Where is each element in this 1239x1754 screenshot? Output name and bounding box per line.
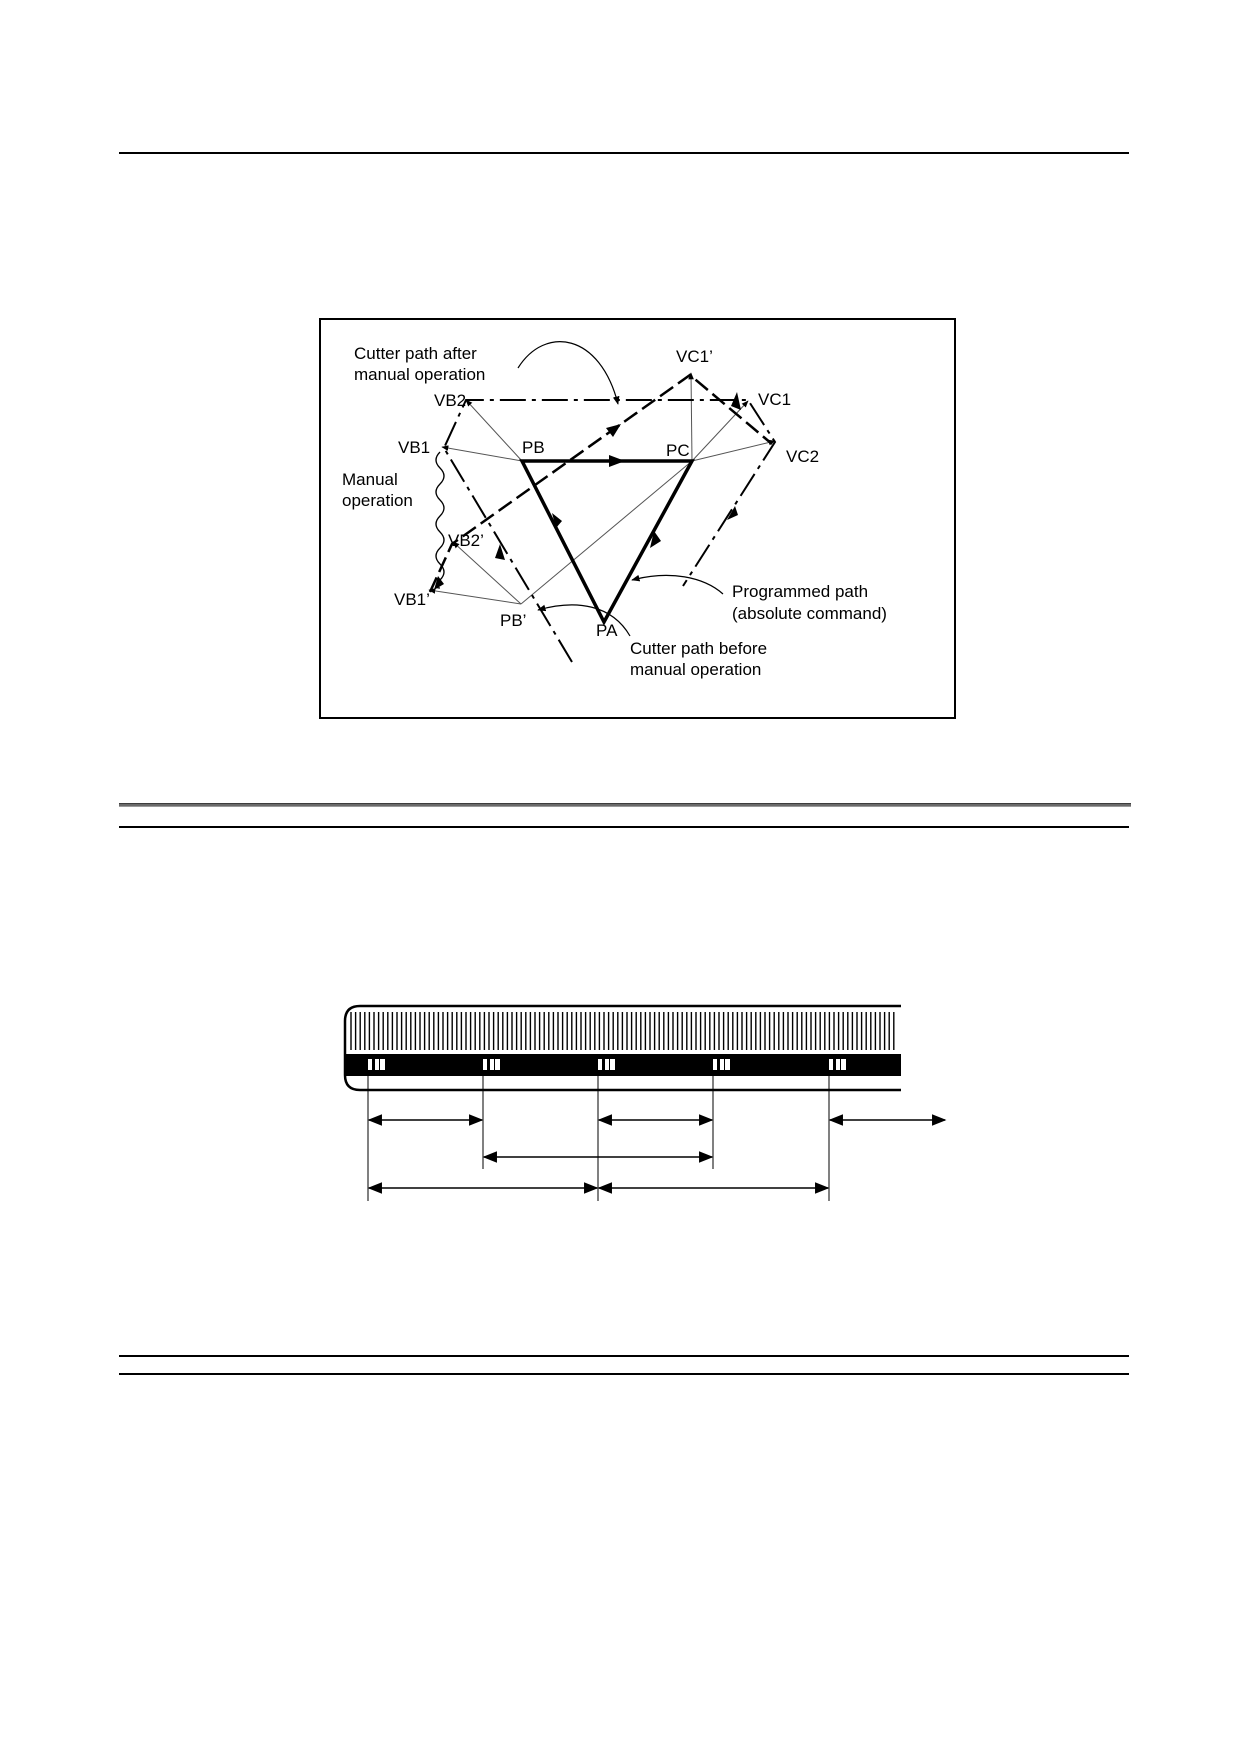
label-vb1: VB1: [398, 438, 430, 457]
section-divider-lower: [119, 1373, 1129, 1375]
tape-hole-mark: [483, 1059, 487, 1070]
label-vb1-prime: VB1’: [394, 590, 430, 609]
caption-before-2: manual operation: [630, 660, 761, 679]
top-rule: [119, 152, 1129, 154]
tape-hole-mark: [380, 1059, 385, 1070]
tape-outline: [343, 1004, 901, 1092]
tape-black-band: [345, 1054, 901, 1076]
section-divider-thin: [119, 826, 1129, 828]
tape-hole-mark: [495, 1059, 500, 1070]
tape-hole-mark: [368, 1059, 372, 1070]
tape-feed-ticks: [350, 1012, 895, 1050]
caption-before-1: Cutter path before: [630, 639, 767, 658]
tape-hole-mark: [841, 1059, 846, 1070]
tape-hole-mark: [725, 1059, 730, 1070]
cutter-path-after: [428, 373, 773, 593]
tape-hole-marks: [368, 1059, 846, 1070]
figure-frame: [319, 318, 956, 719]
label-vc1: VC1: [758, 390, 791, 409]
label-vc2: VC2: [786, 447, 819, 466]
cutter-path-before-arrows: [495, 392, 741, 560]
label-pa: PA: [596, 621, 618, 640]
callout-before: [537, 604, 631, 637]
programmed-path-arrows: [552, 455, 661, 548]
tape-hole-mark: [605, 1059, 609, 1070]
label-vb2-prime: VB2’: [448, 531, 484, 550]
label-vb2: VB2: [434, 391, 466, 410]
caption-programmed-1: Programmed path: [732, 582, 868, 601]
programmed-path: [519, 459, 695, 626]
tape-hole-mark: [836, 1059, 840, 1070]
label-pb-prime: PB’: [500, 611, 526, 630]
caption-after-2: manual operation: [354, 365, 485, 384]
offset-vectors: [428, 372, 776, 605]
tape-hole-mark: [610, 1059, 615, 1070]
dimension-arrows: [367, 1114, 947, 1194]
label-pc: PC: [666, 441, 690, 460]
manual-operation-wave: [435, 451, 445, 589]
cutter-path-after-arrows: [606, 424, 621, 437]
callout-after: [517, 341, 620, 405]
dimension-extension-lines: [367, 1076, 830, 1201]
cutter-path-figure: VC1’ VB2 VC1 VB1 PB PC VC2 VB2’ VB1’ PB’…: [319, 318, 956, 719]
caption-manual-1: Manual: [342, 470, 398, 489]
section-divider-upper: [119, 1355, 1129, 1357]
tape-hole-mark: [375, 1059, 379, 1070]
tape-figure: [343, 1004, 947, 1201]
tape-hole-mark: [490, 1059, 494, 1070]
caption-after-1: Cutter path after: [354, 344, 477, 363]
tape-hole-mark: [713, 1059, 717, 1070]
caption-manual-2: operation: [342, 491, 413, 510]
section-divider-thick: [119, 803, 1131, 807]
label-pb: PB: [522, 438, 545, 457]
callout-programmed: [631, 574, 724, 595]
tape-hole-mark: [829, 1059, 833, 1070]
cutter-path-before: [442, 399, 777, 663]
label-vc1-prime: VC1’: [676, 347, 713, 366]
tape-hole-mark: [720, 1059, 724, 1070]
tape-hole-mark: [598, 1059, 602, 1070]
caption-programmed-2: (absolute command): [732, 604, 887, 623]
